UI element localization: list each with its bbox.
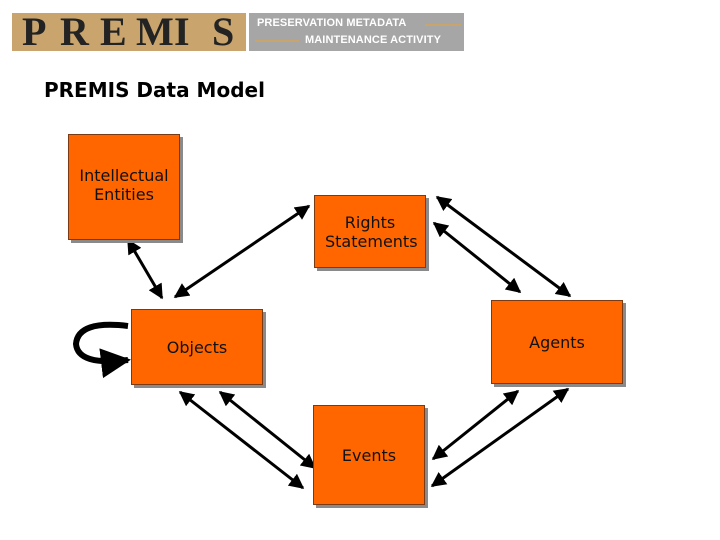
logo-letter-s: S [212, 13, 235, 51]
entity-intellectual-entities-label: Intellectual Entities [79, 166, 169, 204]
page-title: PREMIS Data Model [44, 78, 265, 102]
arrow-objects-events-inner [178, 390, 305, 490]
logo-letter-m: M [136, 13, 174, 51]
entity-rights-statements: Rights Statements [314, 195, 426, 268]
arrow-objects-rights [173, 204, 311, 299]
logo-accent-bar-top [425, 24, 461, 26]
entity-agents: Agents [491, 300, 623, 384]
premis-logo-wordmark: P R E M I S [12, 13, 246, 51]
entity-events: Events [313, 405, 425, 505]
arrow-events-agents-inner [431, 389, 520, 461]
logo-letter-i: I [174, 13, 190, 51]
arrow-rights-agents-inner [432, 221, 522, 294]
logo-letter-r: R [60, 13, 89, 51]
arrow-objects-events-outer [218, 390, 317, 470]
logo-tagline-line2: MAINTENANCE ACTIVITY [305, 34, 442, 46]
objects-self-relationship-arrow [72, 321, 131, 379]
entity-agents-label: Agents [529, 332, 585, 352]
entity-objects-label: Objects [166, 337, 228, 357]
logo-letter-e: E [100, 13, 127, 51]
premis-logo-tagline: PRESERVATION METADATA MAINTENANCE ACTIVI… [249, 13, 464, 51]
entity-rights-statements-label: Rights Statements [325, 212, 418, 251]
arrow-intellectual-objects [126, 238, 164, 300]
logo-accent-bar-bottom [255, 40, 299, 42]
arrow-rights-agents-outer [435, 195, 572, 298]
entity-events-label: Events [341, 445, 397, 465]
entity-intellectual-entities: Intellectual Entities [68, 134, 180, 240]
logo-tagline-line1: PRESERVATION METADATA [257, 17, 407, 29]
logo-letter-p: P [22, 13, 47, 51]
entity-objects: Objects [131, 309, 263, 385]
